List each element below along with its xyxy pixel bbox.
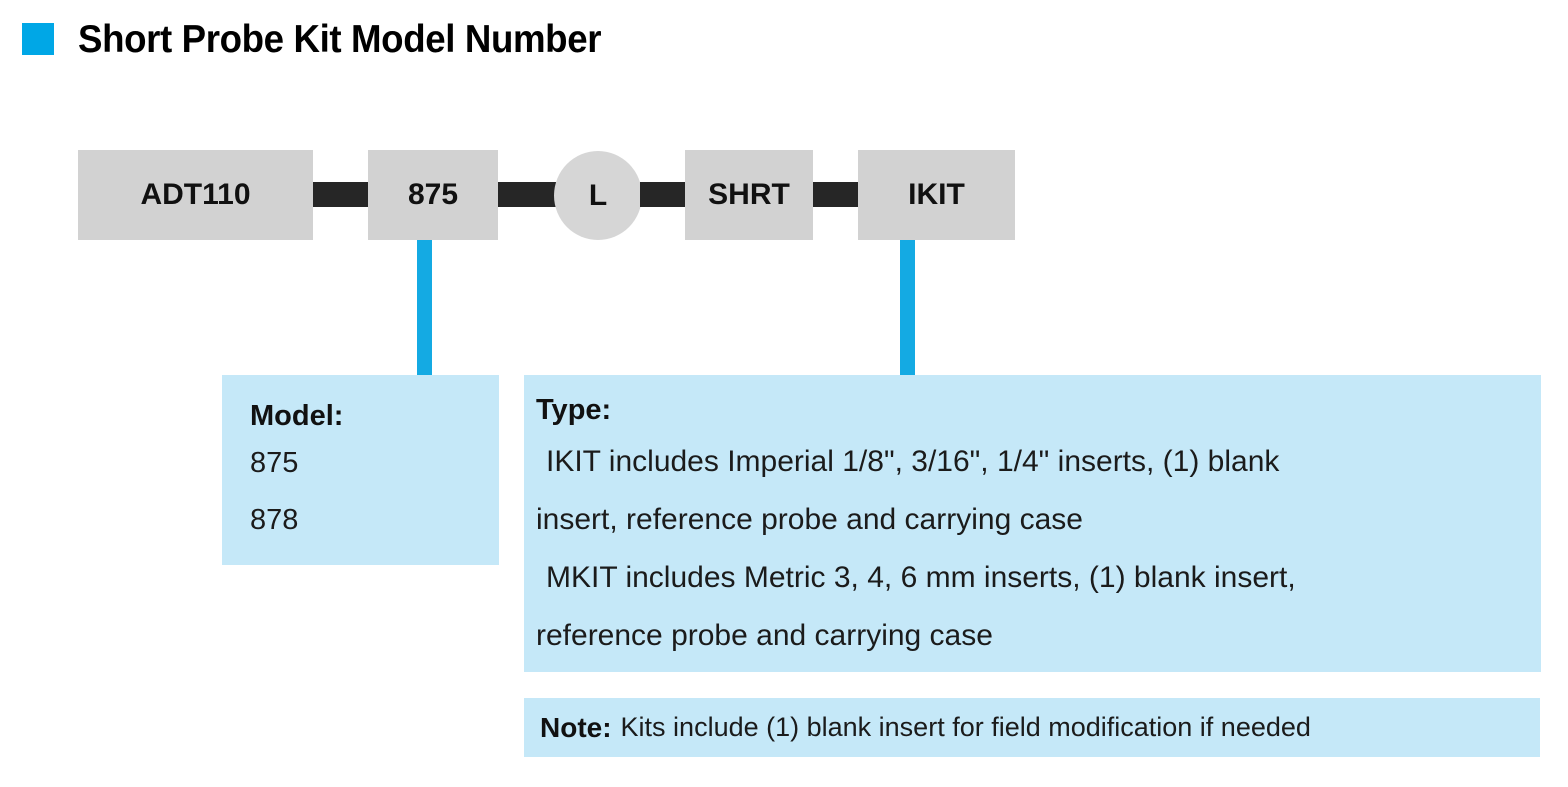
page-title: Short Probe Kit Model Number — [78, 18, 602, 61]
chain-connector-4 — [813, 182, 859, 207]
chain-segment-shrt: SHRT — [685, 150, 813, 240]
callout-type-line-4: reference probe and carrying case — [536, 619, 993, 652]
callout-model-heading: Model: — [250, 400, 344, 432]
callout-model-option-878: 878 — [250, 504, 299, 536]
chain-segment-label: ADT110 — [140, 178, 251, 211]
page-header: Short Probe Kit Model Number — [0, 0, 1568, 80]
callout-type-line-2: insert, reference probe and carrying cas… — [536, 503, 1083, 536]
chain-segment-label: IKIT — [908, 178, 965, 211]
chain-segment-adt110: ADT110 — [78, 150, 313, 240]
chain-segment-l: L — [554, 151, 642, 240]
callout-type-line-1: IKIT includes Imperial 1/8", 3/16", 1/4"… — [546, 445, 1280, 478]
leader-line-model — [417, 240, 432, 377]
note-label: Note: — [540, 711, 612, 743]
callout-type: Type: IKIT includes Imperial 1/8", 3/16"… — [524, 375, 1541, 672]
model-number-chain: ADT110 875 L SHRT IKIT — [0, 0, 1568, 377]
chain-segment-label: L — [588, 178, 608, 212]
callout-type-heading: Type: — [536, 394, 612, 426]
chain-segment-ikit: IKIT — [858, 150, 1015, 240]
callout-model-option-875: 875 — [250, 447, 299, 479]
leader-line-type — [900, 240, 915, 377]
callout-type-line-3: MKIT includes Metric 3, 4, 6 mm inserts,… — [546, 561, 1296, 594]
chain-segment-875: 875 — [368, 150, 498, 240]
note-text: Kits include (1) blank insert for field … — [620, 712, 1311, 742]
chain-segment-label: SHRT — [708, 178, 790, 211]
bullet-square-icon — [22, 23, 54, 55]
callout-model: Model: 875 878 — [222, 375, 499, 565]
callout-note: Note: Kits include (1) blank insert for … — [524, 698, 1540, 757]
chain-segment-label: 875 — [407, 178, 459, 211]
chain-connector-2 — [498, 182, 556, 207]
chain-connector-1 — [313, 182, 369, 207]
chain-connector-3 — [640, 182, 686, 207]
